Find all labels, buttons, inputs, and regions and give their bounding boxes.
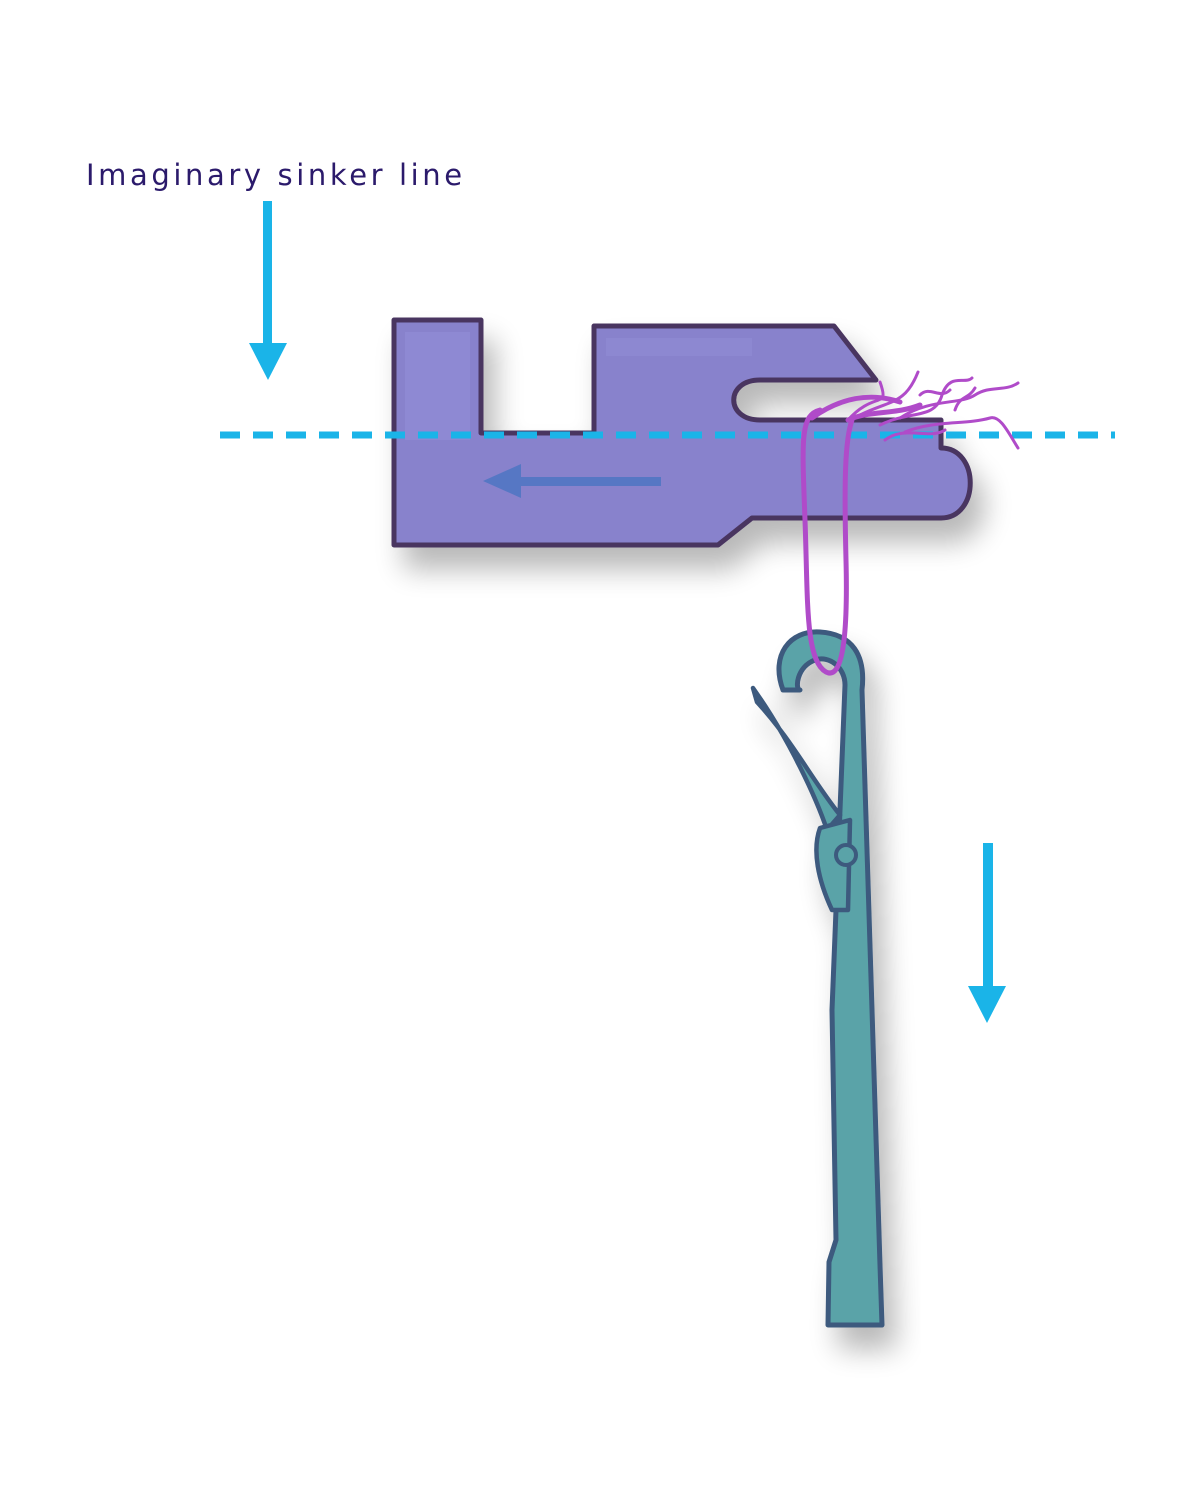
rivet-icon [834, 843, 858, 867]
down-arrow-icon [249, 201, 287, 380]
down-arrow-icon [968, 843, 1006, 1023]
left-arrow-icon [483, 464, 661, 498]
yarn-fibers [846, 370, 1020, 450]
latch-needle [750, 629, 885, 1328]
sinker-line-label: Imaginary sinker line [86, 158, 466, 192]
yarn-loop [800, 394, 923, 676]
